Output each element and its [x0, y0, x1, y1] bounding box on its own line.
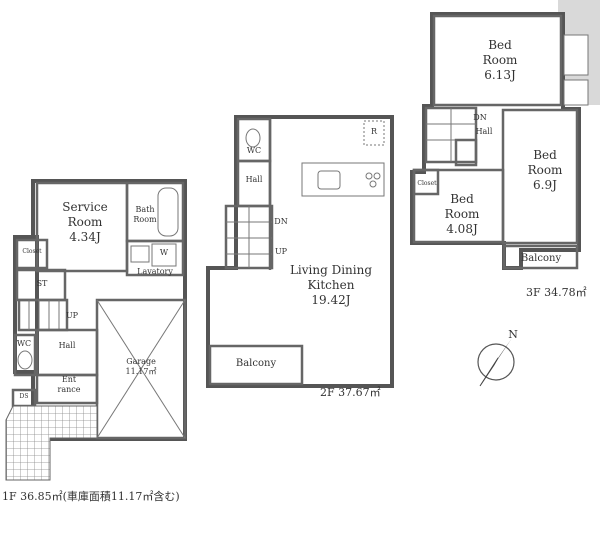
kitchen-counter	[301, 162, 385, 197]
f2-toilet-icon	[245, 128, 261, 148]
floor-3	[410, 0, 600, 270]
f2-dn-label: DN	[274, 217, 288, 226]
f3-closet-bottom	[563, 79, 589, 106]
toilet-icon	[17, 350, 33, 370]
f3-closet	[412, 168, 440, 196]
f2-hall-label: Hall	[245, 175, 263, 184]
f3-hall-label: Hall	[475, 127, 493, 136]
f2-balcony	[208, 344, 304, 386]
kitchen-sink-icon	[317, 170, 341, 190]
stove-burner-icon	[365, 172, 373, 180]
f3-balcony-label: Balcony	[520, 253, 562, 264]
storage-label: ST	[36, 279, 48, 288]
refrigerator	[363, 120, 385, 146]
sink-icon	[130, 245, 150, 263]
ds-label: DS	[19, 393, 29, 400]
f1-wc	[13, 333, 37, 377]
f3-closet-top	[563, 34, 589, 76]
floor-1	[5, 179, 187, 481]
f2-stairs	[224, 204, 274, 270]
bathtub-icon	[157, 187, 179, 237]
lavatory-label: Lavatory	[137, 267, 173, 276]
bed-room-1	[432, 14, 563, 107]
f1-closet-label: Closet	[22, 248, 42, 255]
f3-small-closet	[454, 138, 478, 167]
washer-icon	[151, 243, 177, 267]
f3-closet-label: Closet	[417, 180, 437, 187]
floor-1-caption: 1F 36.85㎡(車庫面積11.17㎡含む)	[2, 490, 180, 503]
north-arrow-icon	[477, 338, 515, 387]
garage	[95, 298, 187, 440]
f3-balcony	[502, 244, 579, 270]
f1-wc-label: WC	[16, 339, 32, 348]
f1-hall-label: Hall	[58, 341, 76, 350]
f2-balcony-label: Balcony	[235, 358, 277, 369]
porch-tiles	[5, 405, 98, 481]
north-label: N	[508, 328, 518, 341]
floor-3-caption: 3F 34.78㎡	[526, 286, 587, 299]
floor-2-caption: 2F 37.67㎡	[320, 386, 381, 399]
f1-closet	[15, 238, 49, 270]
f1-up-label: UP	[65, 311, 79, 320]
refrigerator-label: R	[370, 127, 378, 136]
floor-2	[206, 115, 394, 388]
f2-up-label: UP	[274, 247, 288, 256]
f3-dn-label: DN	[473, 113, 487, 122]
bed-room-3	[412, 168, 505, 244]
f2-wc-label: WC	[246, 146, 262, 155]
washer-label: W	[159, 248, 169, 257]
lavatory	[125, 239, 185, 277]
